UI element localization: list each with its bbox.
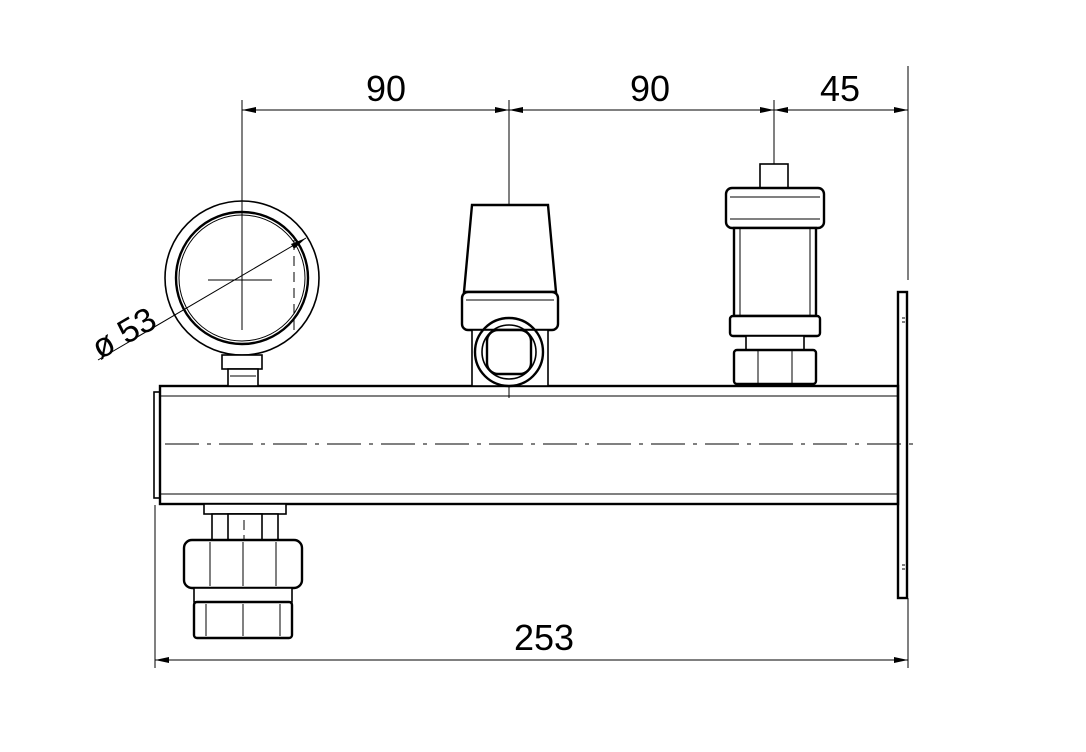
- bottom-fitting: [182, 503, 304, 640]
- dimension-90-left: 90: [366, 68, 406, 109]
- bottom-dimension: 253: [154, 505, 909, 668]
- wall-flange: [896, 290, 909, 600]
- manifold-pipe: [153, 384, 918, 506]
- dimension-45: 45: [820, 68, 860, 109]
- diameter-callout: ø 53: [85, 237, 307, 367]
- dimension-90-right: 90: [630, 68, 670, 109]
- air-vent: [724, 163, 826, 386]
- pressure-gauge: [164, 200, 320, 387]
- top-dimensions: 90 90 45: [241, 66, 909, 398]
- gauge-diameter-label: ø 53: [85, 300, 163, 367]
- safety-valve: [460, 203, 560, 388]
- dimension-253: 253: [514, 617, 574, 658]
